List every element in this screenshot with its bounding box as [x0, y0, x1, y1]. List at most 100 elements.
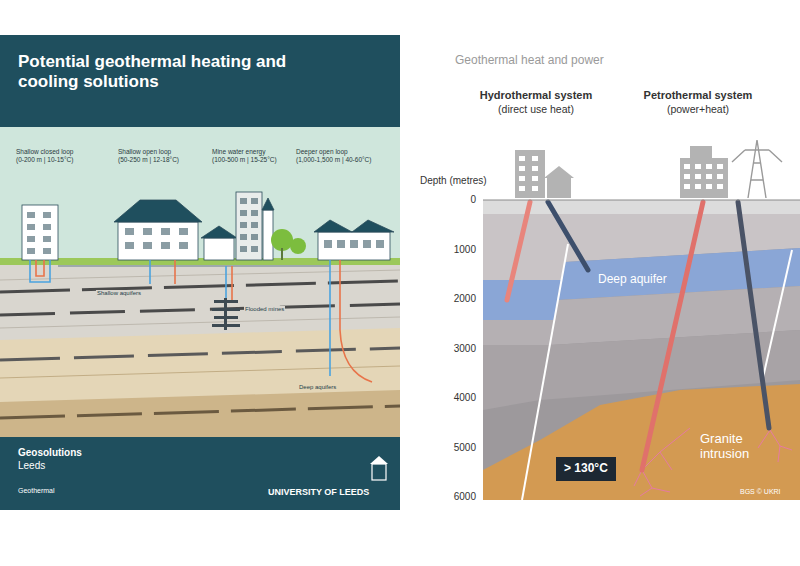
label-text: 4000 — [428, 392, 476, 404]
pipe-network — [30, 260, 372, 382]
building-windows — [161, 242, 170, 249]
label-text: (50-250 m | 12-18°C) — [118, 156, 179, 163]
buildings — [114, 200, 202, 222]
pipe-network — [36, 260, 44, 276]
label-text: Deeper open loop — [296, 148, 348, 155]
label-text: Flooded mines — [244, 306, 285, 313]
building-windows — [363, 240, 371, 248]
building-windows — [27, 198, 384, 254]
building-windows — [251, 234, 258, 240]
building-windows — [532, 186, 538, 191]
label-text: Depth (metres) — [420, 175, 487, 187]
pylon — [732, 140, 782, 198]
building-windows — [684, 174, 690, 179]
building-windows — [27, 212, 35, 218]
rock-layers — [483, 200, 800, 500]
surface-buildings — [547, 178, 571, 198]
label-text: UNIVERSITY OF LEEDS — [268, 487, 369, 497]
buildings — [204, 238, 234, 260]
buildings — [318, 232, 390, 260]
ground-surface — [483, 200, 800, 201]
footer-band — [0, 437, 400, 510]
buildings — [22, 205, 58, 260]
building-windows — [532, 166, 538, 171]
label-text: Geosolutions — [18, 447, 82, 459]
left-panel-ground — [0, 127, 400, 262]
surface-buildings — [515, 146, 728, 198]
label-text: 2000 — [428, 293, 476, 305]
building-windows — [240, 210, 247, 216]
label-text: Geothermal heat and power — [455, 54, 604, 68]
wells — [548, 202, 588, 270]
buildings — [262, 198, 274, 210]
pipe-network — [329, 260, 331, 376]
building-windows — [143, 228, 152, 235]
buildings — [201, 226, 237, 238]
buildings — [118, 222, 198, 260]
buildings — [314, 220, 352, 232]
surface-buildings — [680, 158, 728, 198]
building-windows — [43, 212, 51, 218]
building-windows — [143, 242, 152, 249]
building-windows — [695, 174, 701, 179]
building-windows — [695, 184, 701, 189]
building-windows — [717, 174, 723, 179]
panel-title: Potential geothermal heating and cooling… — [18, 52, 338, 91]
building-windows — [125, 242, 134, 249]
wells — [738, 202, 769, 428]
label-text: 1000 — [428, 244, 476, 256]
left-panel-ground — [0, 328, 400, 437]
building-windows — [179, 228, 188, 235]
rock-layers — [762, 250, 792, 382]
footer-band — [0, 437, 400, 510]
building-windows — [684, 164, 690, 169]
pipe-network — [231, 266, 233, 300]
buildings — [352, 220, 394, 232]
footer-band — [370, 456, 388, 464]
building-windows — [519, 176, 525, 181]
label-text: Deep aquifer — [598, 273, 667, 287]
building-windows — [519, 186, 525, 191]
building-windows — [161, 228, 170, 235]
pipe-network — [149, 260, 151, 284]
surface-buildings — [690, 146, 712, 158]
pipe-network — [225, 266, 227, 300]
building-windows — [717, 164, 723, 169]
surface-buildings — [515, 150, 545, 198]
building-windows — [240, 222, 247, 228]
building-windows — [324, 240, 332, 248]
granite-cracks — [758, 430, 792, 462]
building-windows — [27, 236, 35, 242]
building-windows — [179, 242, 188, 249]
building-windows — [240, 198, 247, 204]
label-text: Mine water energy — [212, 148, 265, 155]
label-text: (100-500 m | 15-25°C) — [212, 156, 277, 163]
building-windows — [125, 228, 134, 235]
strata-lines — [0, 406, 400, 418]
building-windows — [350, 240, 358, 248]
label-text: Petrothermal system — [633, 89, 763, 102]
label-text: (0-200 m | 10-15°C) — [16, 156, 73, 163]
building-windows — [43, 224, 51, 230]
building-windows — [376, 240, 384, 248]
flooded-mine — [212, 298, 240, 330]
building-windows — [337, 240, 345, 248]
building-windows — [532, 156, 538, 161]
label-text: Shallow closed loop — [16, 148, 73, 155]
building-windows — [695, 164, 701, 169]
building-windows — [240, 246, 247, 252]
left-panel-ground — [0, 35, 400, 127]
label-text: 3000 — [428, 343, 476, 355]
building-windows — [717, 184, 723, 189]
buildings — [236, 192, 262, 260]
trees — [271, 229, 306, 260]
building-windows — [684, 184, 690, 189]
wells — [507, 202, 530, 300]
label-text: Shallow aquifers — [96, 290, 142, 297]
buildings — [263, 210, 273, 260]
pipe-network — [30, 260, 50, 282]
label-text: (direct use heat) — [471, 103, 601, 115]
surface-buildings — [544, 166, 574, 178]
label-text: 5000 — [428, 442, 476, 454]
